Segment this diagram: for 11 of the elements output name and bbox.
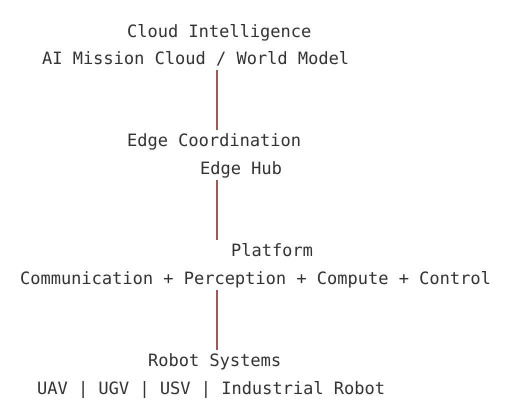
connector-line bbox=[216, 180, 218, 240]
connector-line bbox=[216, 70, 218, 130]
layer-description: AI Mission Cloud / World Model bbox=[42, 48, 350, 70]
layer-description: UAV | UGV | USV | Industrial Robot bbox=[37, 378, 385, 400]
layer-description: Communication + Perception + Compute + Control bbox=[20, 268, 491, 290]
layer-heading: Platform bbox=[231, 240, 313, 262]
layer-description: Edge Hub bbox=[200, 158, 282, 180]
layer-heading: Cloud Intelligence bbox=[127, 21, 312, 43]
layer-heading: Robot Systems bbox=[148, 350, 282, 372]
layer-heading: Edge Coordination bbox=[127, 130, 301, 152]
connector-line bbox=[216, 290, 218, 350]
